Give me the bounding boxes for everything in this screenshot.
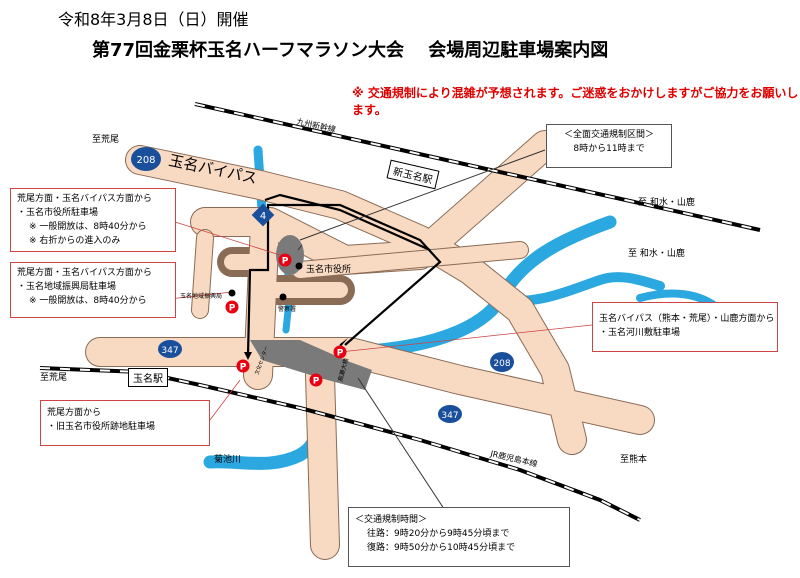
regional-office-label: 玉名地域振興局 xyxy=(180,293,223,300)
to-arao-label: 至荒尾 xyxy=(40,373,68,383)
parking-marker: P xyxy=(309,373,323,387)
riverbed-parking-box: 玉名バイパス（熊本・荒尾）・山鹿方面から ・玉名河川敷駐車場 xyxy=(592,302,778,352)
page-title: 第77回金栗杯玉名ハーフマラソン大会 会場周辺駐車場案内図 xyxy=(92,40,609,61)
route-208-shield: 208 xyxy=(131,147,161,171)
to-wasui-label: 至 和水・山鹿 xyxy=(628,249,685,259)
parking-marker: P xyxy=(333,345,347,359)
route-347-shield: 347 xyxy=(158,340,182,358)
regional-office-marker xyxy=(228,289,236,297)
box-line: 荒尾方面から xyxy=(47,408,102,418)
box-line: 荒尾方面・玉名バイパス方面から xyxy=(17,194,152,204)
kikuchi-river-label: 菊池川 xyxy=(214,455,242,465)
promotion-parking-box: 荒尾方面・玉名バイパス方面から ・玉名地域振興局駐車場 ※ 一般開放は、8時40… xyxy=(10,262,176,318)
route-label: 347 xyxy=(441,411,458,421)
svg-text:P: P xyxy=(337,349,344,359)
outbound-time: 往路：9時20分から9時45分頃まで xyxy=(367,529,510,539)
svg-text:P: P xyxy=(313,377,320,387)
full-closure-time: 8時から11時まで xyxy=(573,144,645,154)
return-time: 復路：9時50分から10時45分頃まで xyxy=(367,543,516,553)
box-line: 玉名バイパス（熊本・荒尾）・山鹿方面から xyxy=(599,314,775,324)
city-hall-label: 玉名市役所 xyxy=(306,265,352,275)
shinkansen-line xyxy=(194,102,761,232)
arrow-head xyxy=(244,352,252,360)
city-hall-parking-box: 荒尾方面・玉名バイパス方面から ・玉名市役所駐車場 ※ 一般開放は、8時40分か… xyxy=(10,188,176,252)
regulation-time-box: ＜交通規制時間＞ 往路：9時20分から9時45分頃まで 復路：9時50分から10… xyxy=(348,507,570,567)
full-closure-title: ＜全面交通規制区間＞ xyxy=(563,130,654,140)
svg-text:P: P xyxy=(282,257,289,267)
route-label: 208 xyxy=(136,155,155,166)
box-line: ・旧玉名市役所跡地駐車場 xyxy=(47,422,156,432)
box-line: ※ 一般開放は、8時40分から xyxy=(29,222,147,232)
police-label: 警察署 xyxy=(278,306,297,313)
route-347-shield: 347 xyxy=(438,405,462,423)
parking-marker: P xyxy=(225,300,239,314)
box-line: ・玉名地域振興局駐車場 xyxy=(17,282,117,292)
box-line: ※ 一般開放は、8時40分から xyxy=(29,296,147,306)
to-kumamoto-label: 至熊本 xyxy=(620,455,648,465)
jr-line-label: JR鹿児島本線 xyxy=(489,448,539,469)
leader-lines xyxy=(297,149,546,519)
regulation-time-title: ＜交通規制時間＞ xyxy=(355,515,428,525)
box-line: ・玉名市役所駐車場 xyxy=(17,208,99,218)
full-closure-box: ＜全面交通規制区間＞ 8時から11時まで xyxy=(546,124,672,168)
course-route xyxy=(246,193,442,356)
box-line: ※ 右折からの進入のみ xyxy=(29,236,121,246)
to-arao-label: 至荒尾 xyxy=(92,135,120,145)
svg-text:P: P xyxy=(229,304,236,314)
police-marker xyxy=(279,293,287,301)
route-208-shield: 208 xyxy=(490,352,514,372)
tamana-station: 玉名駅 xyxy=(128,368,168,387)
roads xyxy=(85,130,655,560)
old-city-hall-parking-box: 荒尾方面から ・旧玉名市役所跡地駐車場 xyxy=(40,400,210,446)
route-label: 347 xyxy=(161,346,178,356)
city-hall-marker xyxy=(295,262,303,270)
parking-marker: P xyxy=(278,253,292,267)
box-line: ・玉名河川敷駐車場 xyxy=(599,328,681,338)
event-date: 令和8年3月8日（日）開催 xyxy=(58,10,249,29)
route-label: 4 xyxy=(260,211,266,222)
route-label: 208 xyxy=(493,359,510,369)
to-wasui-label: 至 和水・山鹿 xyxy=(638,198,695,208)
box-line: 荒尾方面・玉名バイパス方面から xyxy=(17,268,152,278)
traffic-warning: ※ 交通規制により混雑が予想されます。ご迷惑をおかけしますがご協力をお願いします… xyxy=(352,86,799,117)
svg-text:P: P xyxy=(240,363,247,373)
parking-marker: P xyxy=(236,359,250,373)
